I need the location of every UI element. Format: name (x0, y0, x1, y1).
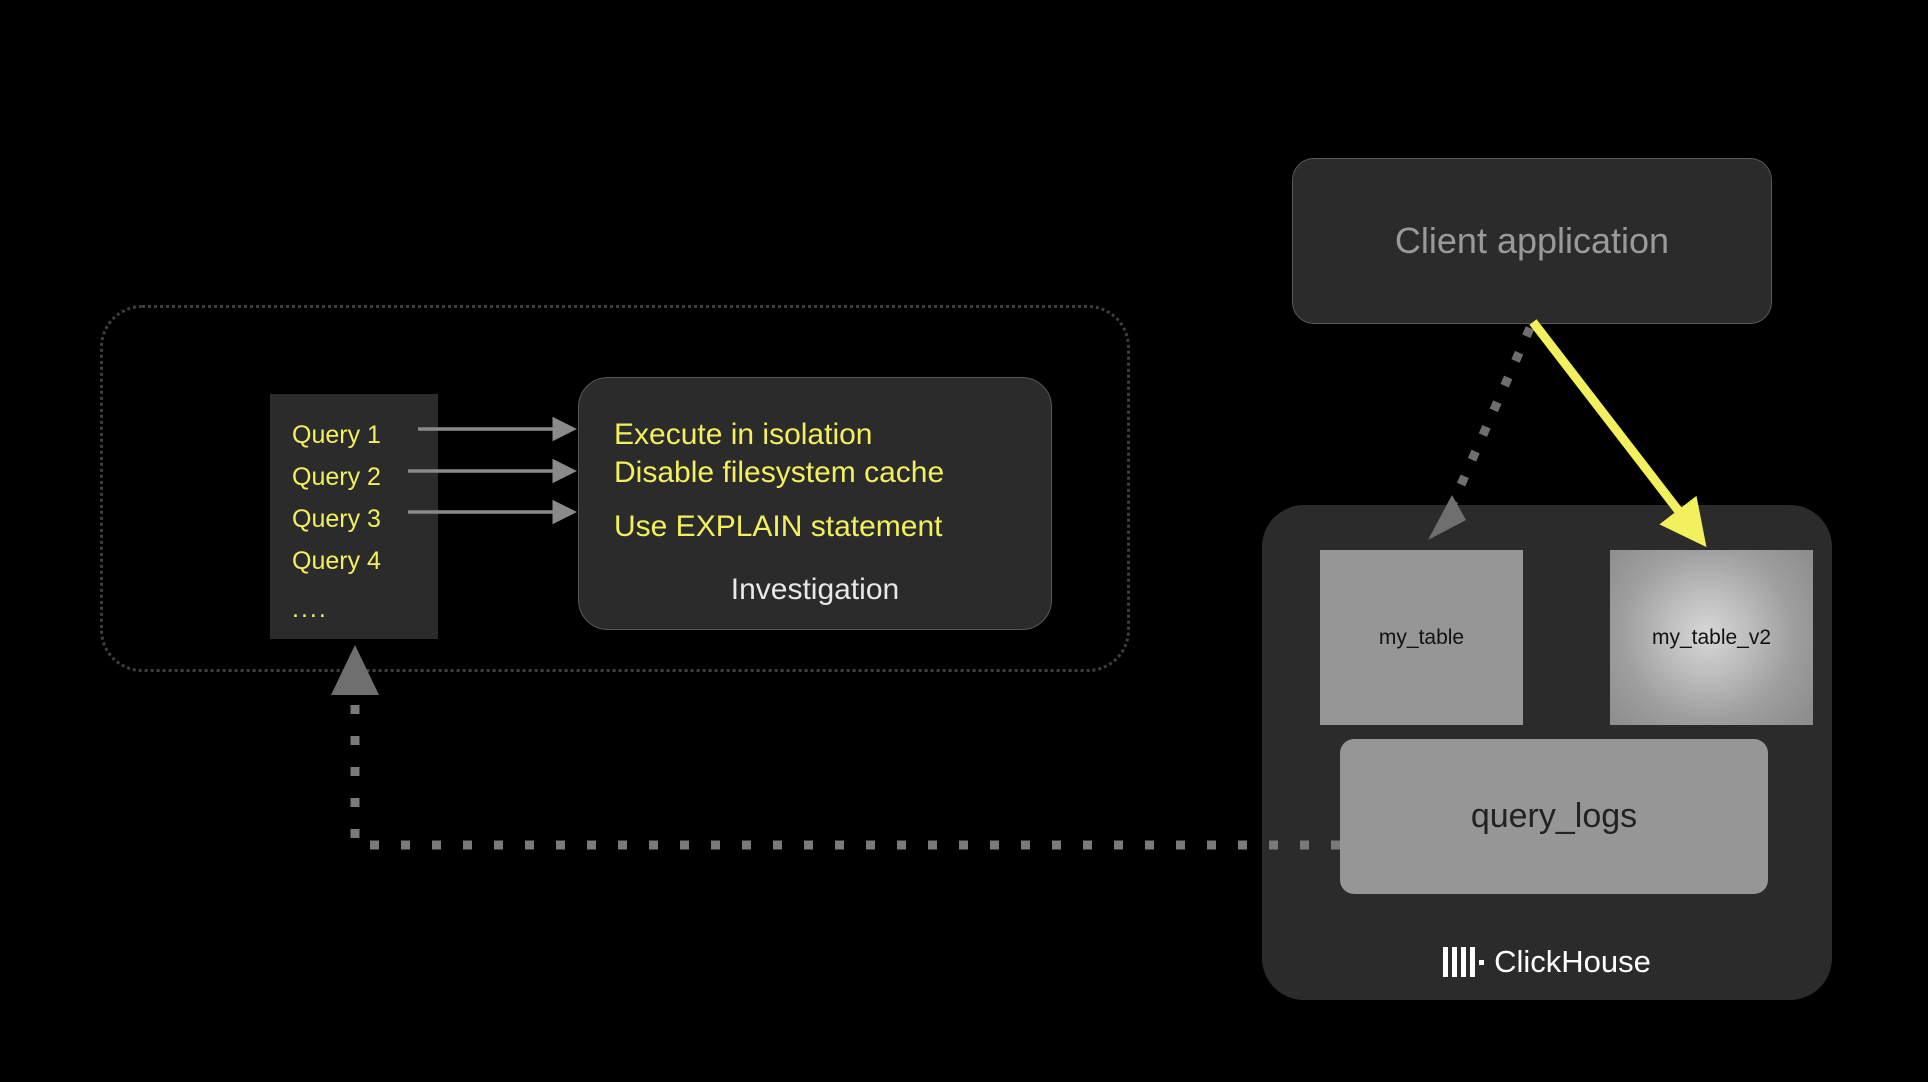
client-application-label: Client application (1394, 220, 1670, 261)
investigation-container (100, 305, 1130, 672)
clickhouse-logo-text: ClickHouse (1494, 944, 1651, 979)
investigation-step-2: Disable filesystem cache (614, 456, 945, 489)
investigation-box: Execute in isolation Disable filesystem … (578, 377, 1052, 630)
table-query-logs-label: query_logs (1470, 797, 1638, 835)
table-my-table-v2-label: my_table_v2 (1651, 625, 1772, 649)
connector-query-logs-to-query-list (350, 690, 1340, 850)
clickhouse-panel: my_table my_table_v2 query_logs ClickHou… (1262, 505, 1832, 1000)
connector-client-to-my-table (1444, 326, 1535, 514)
clickhouse-bars-icon (1443, 947, 1485, 977)
table-my-table: my_table (1320, 550, 1523, 725)
investigation-step-3: Use EXPLAIN statement (614, 510, 943, 543)
investigation-caption: Investigation (730, 573, 900, 606)
list-item: Query 2 (292, 463, 381, 491)
list-item-ellipsis: .... (292, 595, 328, 623)
investigation-step-1: Execute in isolation (614, 418, 873, 451)
client-application-box: Client application (1292, 158, 1772, 324)
table-my-table-v2: my_table_v2 (1610, 550, 1813, 725)
list-item: Query 3 (292, 505, 381, 533)
list-item: Query 1 (292, 421, 381, 449)
list-item: Query 4 (292, 547, 381, 575)
table-my-table-label: my_table (1378, 625, 1465, 649)
clickhouse-logo: ClickHouse (1262, 944, 1832, 980)
query-list-box: Query 1 Query 2 Query 3 Query 4 .... (270, 394, 438, 639)
table-query-logs: query_logs (1340, 739, 1768, 894)
